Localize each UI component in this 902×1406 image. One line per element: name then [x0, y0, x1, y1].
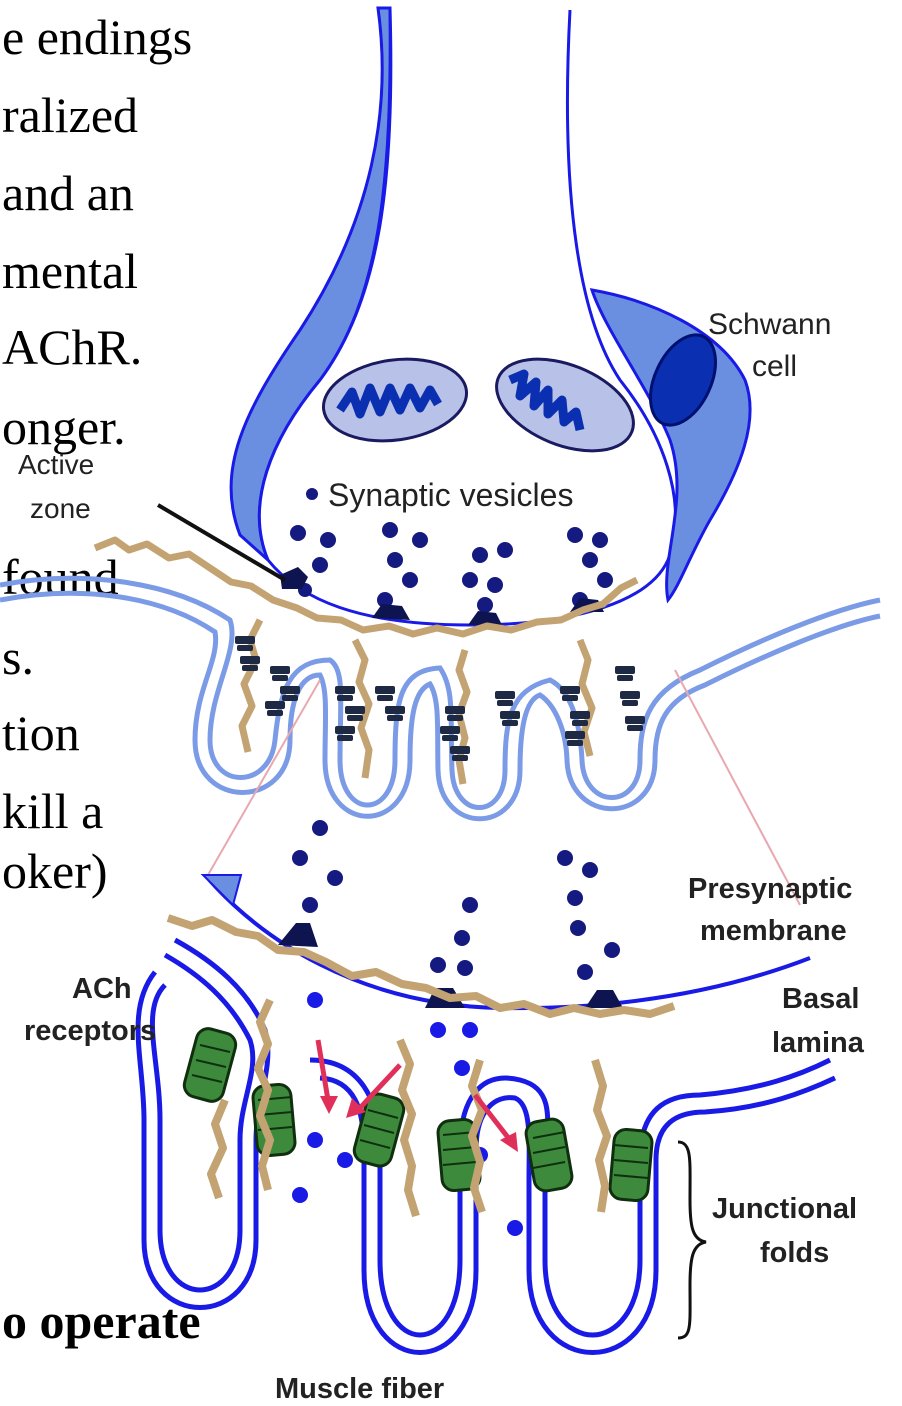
- label-junctional-folds-1: Junctional: [712, 1193, 857, 1225]
- zoom-line-right: [675, 670, 800, 905]
- label-junctional-folds-2: folds: [760, 1237, 829, 1269]
- label-ach-receptors-1: ACh: [72, 973, 132, 1005]
- label-ach-receptors-2: receptors: [24, 1015, 156, 1047]
- label-presynaptic-membrane-2: membrane: [700, 915, 847, 947]
- label-schwann-cell-2: cell: [752, 350, 797, 383]
- zoom-line-left: [208, 680, 320, 875]
- label-active-zone-2: zone: [30, 493, 91, 524]
- label-basal-lamina-1: Basal: [782, 983, 859, 1015]
- junctional-folds-bracket: [678, 1142, 706, 1338]
- label-basal-lamina-2: lamina: [772, 1027, 865, 1059]
- label-synaptic-vesicles: Synaptic vesicles: [328, 477, 573, 513]
- label-presynaptic-membrane-1: Presynaptic: [688, 873, 852, 905]
- schwann-sliver-lower: [203, 875, 241, 905]
- label-active-zone-1: Active: [18, 449, 94, 480]
- ach-binding-arrows: [318, 1040, 518, 1152]
- label-muscle-fiber: Muscle fiber: [275, 1373, 444, 1405]
- label-schwann-cell-1: Schwann: [708, 308, 831, 341]
- basal-lamina-lower: [168, 918, 674, 1216]
